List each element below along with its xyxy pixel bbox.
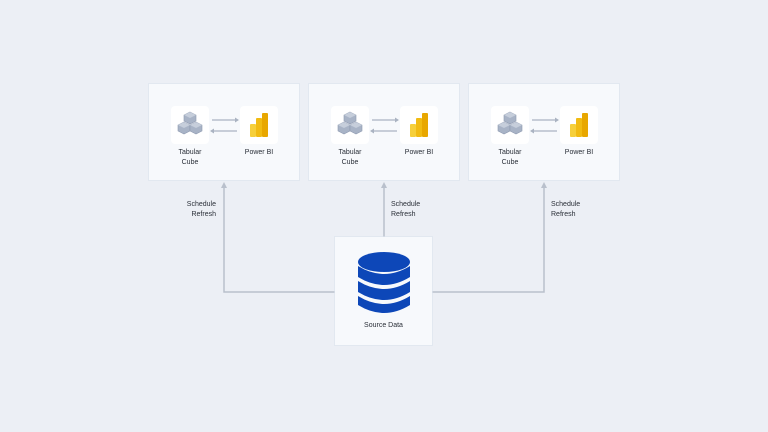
cube-label-line2: Cube <box>181 159 199 166</box>
cube-label-line2: Cube <box>341 159 359 166</box>
tabular-cube-icon <box>497 111 523 135</box>
pair-card-1: Tabular Cube Power BI <box>149 84 299 180</box>
arrowhead-left <box>221 182 227 188</box>
cube-label-line1: Tabular <box>498 149 522 156</box>
refresh-label-line2: Refresh <box>391 211 416 218</box>
refresh-label-right: Schedule Refresh <box>551 200 611 220</box>
powerbi-label: Power BI <box>404 149 434 156</box>
cube-label-line2: Cube <box>501 159 519 166</box>
bidirectional-arrows-icon <box>370 117 399 134</box>
source-data-card: Source Data <box>335 237 432 345</box>
cube-tile <box>171 106 209 144</box>
arrowhead-middle <box>381 182 387 188</box>
database-icon <box>358 252 410 313</box>
bidirectional-arrows-icon <box>530 117 559 134</box>
powerbi-tile <box>240 106 278 144</box>
refresh-label-middle: Schedule Refresh <box>391 200 451 220</box>
tabular-cube-icon <box>337 111 363 135</box>
cube-label: Tabular Cube <box>165 148 215 168</box>
refresh-label-left: Schedule Refresh <box>156 200 216 220</box>
cube-label-line1: Tabular <box>178 149 202 156</box>
refresh-label-line1: Schedule <box>551 201 581 208</box>
refresh-label-line1: Schedule <box>391 201 421 208</box>
powerbi-label: Power BI <box>564 149 594 156</box>
power-bi-icon <box>250 113 268 137</box>
refresh-label-line2: Refresh <box>551 211 576 218</box>
refresh-label-line1: Schedule <box>186 201 216 208</box>
source-data-label: Source Data <box>364 322 403 329</box>
arrowhead-right <box>541 182 547 188</box>
cube-tile <box>331 106 369 144</box>
refresh-label-line2: Refresh <box>191 211 216 218</box>
connector-right <box>432 186 545 293</box>
cube-label: Tabular Cube <box>485 148 535 168</box>
bidirectional-arrows-icon <box>210 117 239 134</box>
powerbi-tile <box>560 106 598 144</box>
cube-label: Tabular Cube <box>325 148 375 168</box>
pair-card-3: Tabular Cube Power BI <box>469 84 619 180</box>
powerbi-label: Power BI <box>244 149 274 156</box>
pair-card-2: Tabular Cube Power BI <box>309 84 459 180</box>
cube-label-line1: Tabular <box>338 149 362 156</box>
powerbi-tile <box>400 106 438 144</box>
connector-left <box>223 186 335 293</box>
tabular-cube-icon <box>177 111 203 135</box>
cube-tile <box>491 106 529 144</box>
power-bi-icon <box>410 113 428 137</box>
power-bi-icon <box>570 113 588 137</box>
